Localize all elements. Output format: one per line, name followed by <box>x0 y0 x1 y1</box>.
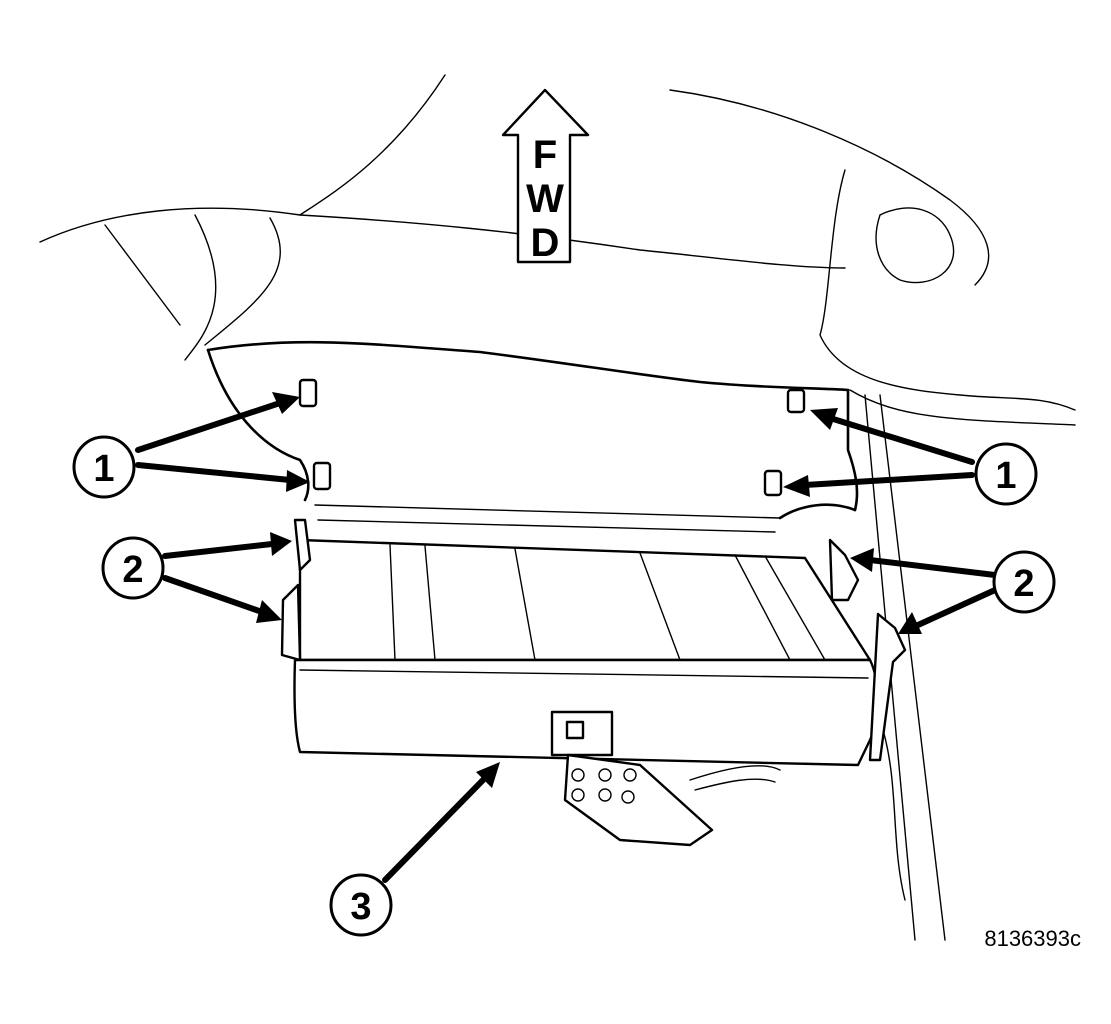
fwd-letter-f: F <box>533 133 557 177</box>
fwd-letter-w: W <box>526 177 564 221</box>
figure-id-label: 8136393c <box>984 926 1081 951</box>
callout-2-right-label: 2 <box>1013 563 1034 605</box>
bracket-lower-left <box>280 583 302 662</box>
callout-1-left-label: 1 <box>93 448 114 490</box>
clip-lower-right <box>763 469 783 497</box>
fwd-direction-arrow: F W D <box>501 88 590 265</box>
clip-upper-right <box>786 388 806 414</box>
callout-3: 3 <box>329 873 393 937</box>
vehicle-structure <box>39 74 1076 941</box>
connector-harness <box>563 753 781 847</box>
callout-1-left: 1 <box>72 435 136 499</box>
callout-1-right-label: 1 <box>995 455 1016 497</box>
mounting-clips <box>298 378 806 497</box>
bracket-lower-right <box>868 612 907 762</box>
clip-upper-left <box>298 378 318 408</box>
mounting-panel <box>206 340 859 533</box>
callout-1-right: 1 <box>974 442 1038 506</box>
callout-2-left: 2 <box>101 536 165 600</box>
callout-3-label: 3 <box>350 886 371 928</box>
callout-2-right: 2 <box>992 550 1056 614</box>
leader-lines <box>135 392 998 883</box>
fwd-letter-d: D <box>531 221 560 265</box>
mounting-brackets <box>280 518 907 762</box>
callout-2-left-label: 2 <box>122 549 143 591</box>
bracket-upper-right <box>828 538 860 602</box>
bracket-upper-left <box>293 518 312 572</box>
module-box <box>293 538 879 767</box>
clip-lower-left <box>312 461 332 491</box>
